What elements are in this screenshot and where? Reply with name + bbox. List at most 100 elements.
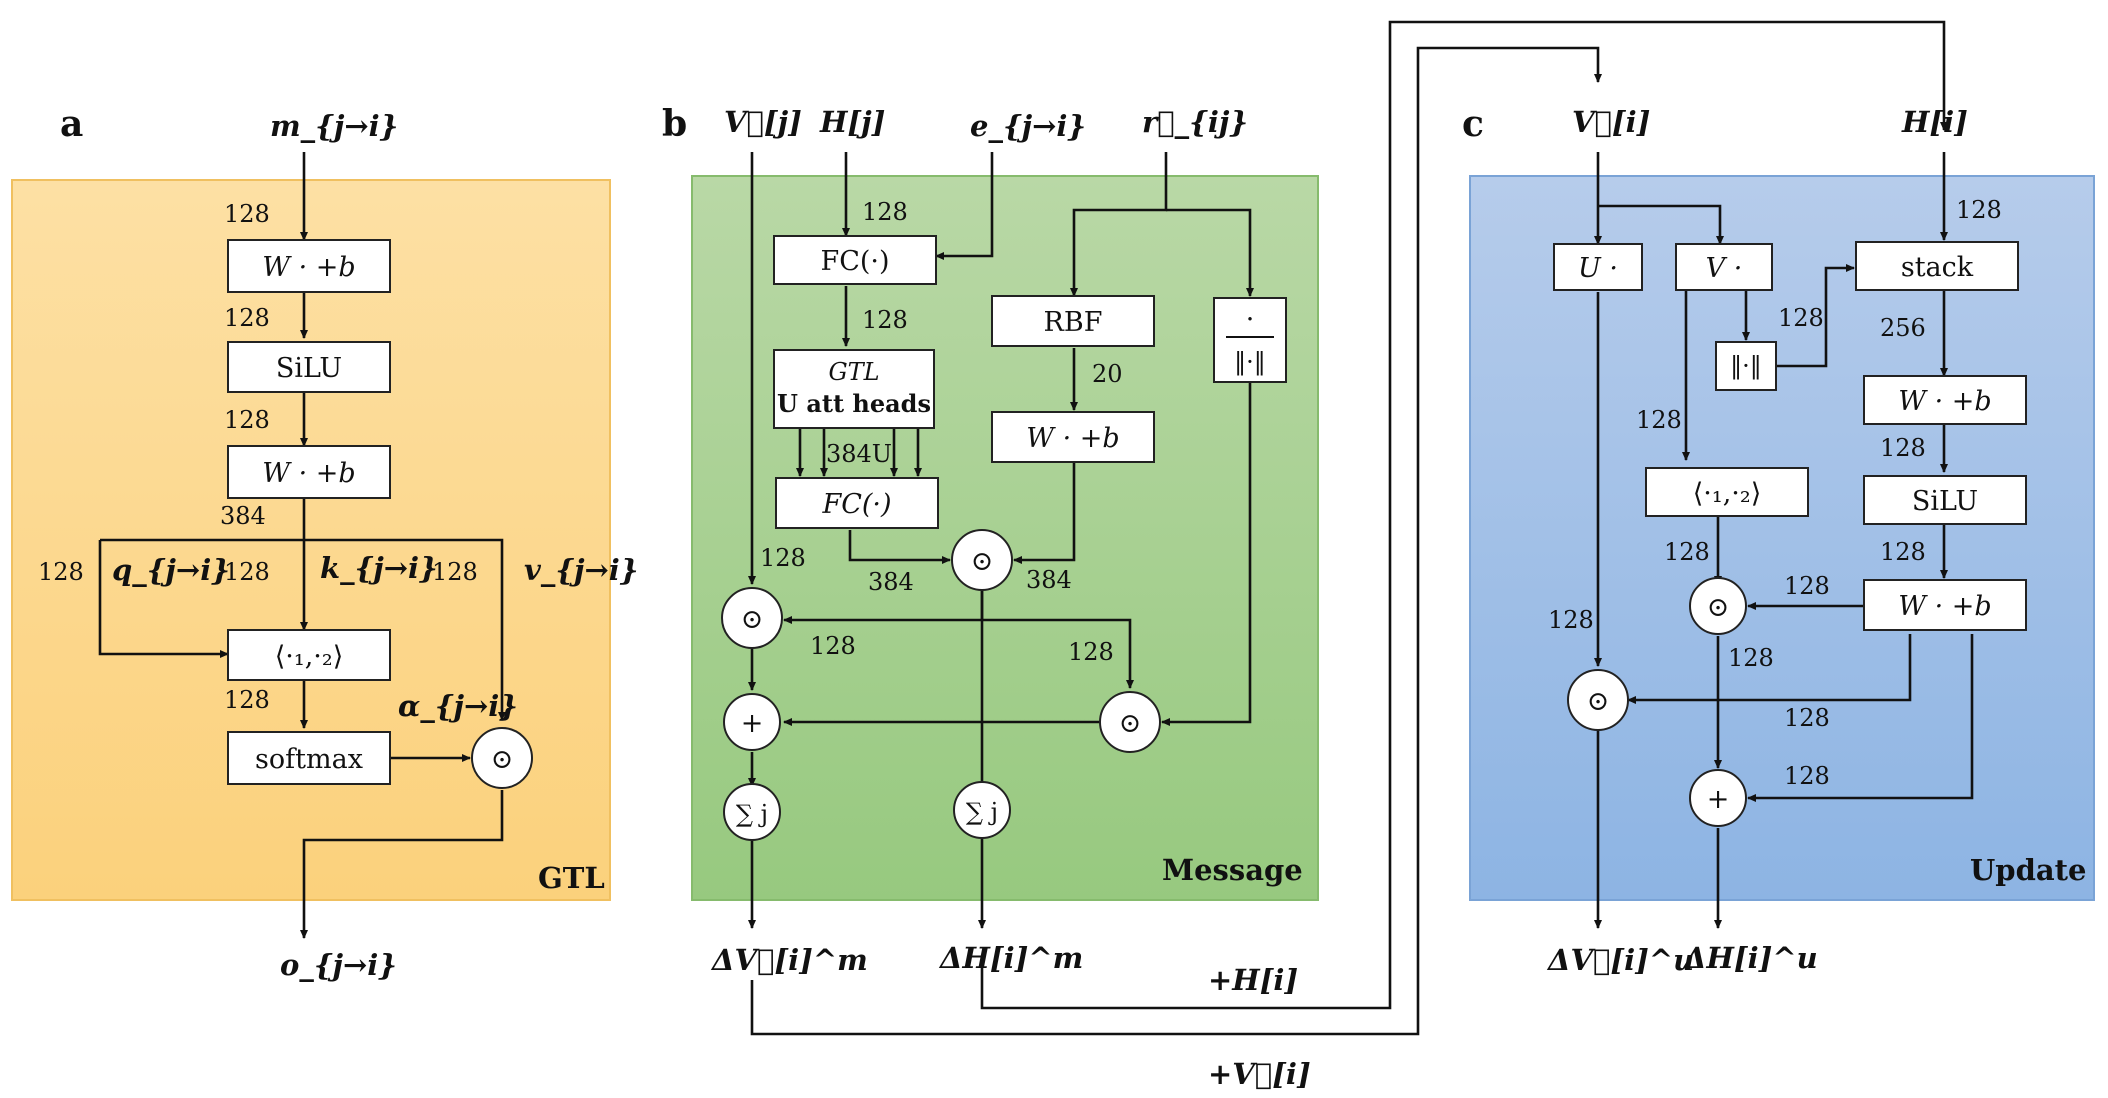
msg-sum-left — [723, 783, 781, 841]
gtl-linear1-box — [227, 239, 391, 293]
upd-dim-silu-out: 128 — [1880, 538, 1926, 566]
upd-linear1-box — [1863, 375, 2027, 425]
upd-dim-had2: 128 — [1728, 644, 1774, 672]
upd-plus-op — [1689, 769, 1747, 827]
upd-dim-lin2-c: 128 — [1784, 762, 1830, 790]
upd-norm-box — [1715, 341, 1777, 391]
msg-dim-fc-in: 128 — [862, 198, 908, 226]
upd-output-dh: ΔH[i]^u — [1682, 941, 1818, 975]
message-panel: V⃗[j] H[j] e_{j→i} r⃗_{ij} FC(·) GTL U a… — [710, 105, 1287, 977]
upd-plus-symbol: + — [1707, 784, 1730, 815]
msg-sum-right-symbol: ∑ j — [966, 798, 998, 826]
skip-v-label: +V⃗[i] — [1208, 1057, 1311, 1091]
upd-dim-inner-out: 128 — [1664, 538, 1710, 566]
gtl-dim-q: 128 — [38, 558, 84, 586]
msg-rbf-label: RBF — [1044, 307, 1103, 338]
msg-dim-mid2: 128 — [1068, 638, 1114, 666]
upd-dim-lin1-out: 128 — [1880, 434, 1926, 462]
msg-hadamard-left-symbol: ⊙ — [741, 604, 764, 635]
msg-dim-fc2-out: 384 — [868, 568, 914, 596]
msg-output-dh: ΔH[i]^m — [938, 941, 1083, 975]
msg-sum-right — [953, 781, 1011, 839]
upd-stack-label: stack — [1901, 252, 1974, 283]
gtl-silu-label: SiLU — [276, 353, 342, 384]
upd-hadamard-inner-symbol: ⊙ — [1707, 592, 1730, 623]
msg-dim-rbf: 20 — [1092, 360, 1123, 388]
panel-update-name: Update — [1970, 853, 2086, 887]
panel-b-letter: b — [662, 103, 687, 145]
gtl-softmax-box — [227, 731, 391, 785]
msg-fc-box — [773, 235, 937, 285]
skip-connections: +H[i] +V⃗[i] — [750, 20, 1948, 1091]
msg-fc2-box — [775, 477, 939, 529]
upd-dim-lin2-a: 128 — [1784, 572, 1830, 600]
gtl-dim-linear1: 128 — [224, 304, 270, 332]
gtl-dim-k: 128 — [224, 558, 270, 586]
upd-input-v-label: V⃗[i] — [1572, 105, 1650, 139]
msg-linear-box — [991, 411, 1155, 463]
upd-linear2-box — [1863, 579, 2027, 631]
msg-gtl-heads-label: U att heads — [777, 389, 931, 418]
upd-dim-v-branch: 128 — [1636, 406, 1682, 434]
upd-dim-stack-out: 256 — [1880, 314, 1926, 342]
msg-plus-symbol: + — [741, 708, 764, 739]
msg-dim-heads: 384U — [826, 440, 892, 468]
upd-dim-norm-out: 128 — [1778, 304, 1824, 332]
msg-dim-lin-out: 384 — [1026, 566, 1072, 594]
msg-input-e-label: e_{j→i} — [970, 109, 1086, 143]
gtl-dim-silu: 128 — [224, 406, 270, 434]
msg-hadamard-center-symbol: ⊙ — [971, 546, 994, 577]
gtl-v-label: v_{j→i} — [524, 553, 638, 587]
gtl-hadamard-symbol: ⊙ — [491, 744, 514, 775]
msg-rbf-box — [991, 295, 1155, 347]
gtl-dim-linear2: 384 — [220, 502, 266, 530]
msg-hadamard-right — [1099, 691, 1161, 753]
gtl-inner-product-box — [227, 629, 391, 681]
panel-c-letter: c — [1462, 103, 1484, 145]
msg-input-h-label: H[j] — [819, 105, 885, 139]
upd-v-label: V · — [1706, 253, 1743, 284]
msg-sum-left-symbol: ∑ j — [736, 800, 768, 828]
msg-hadamard-left — [721, 587, 783, 649]
panel-gtl-name: GTL — [538, 861, 605, 895]
upd-hadamard-inner — [1689, 577, 1747, 635]
upd-inner-product-box — [1645, 467, 1809, 517]
msg-normalize-denominator: ‖·‖ — [1234, 348, 1266, 377]
gtl-hadamard-op — [471, 727, 533, 789]
panel-a-letter: a — [60, 103, 83, 145]
upd-v-box — [1675, 243, 1773, 291]
gtl-inner-product-label: ⟨·₁,·₂⟩ — [275, 641, 343, 672]
msg-plus-op — [723, 693, 781, 751]
msg-dim-mid1: 128 — [810, 632, 856, 660]
panel-message-name: Message — [1162, 853, 1303, 887]
update-panel: V⃗[i] H[i] U · V · stack ‖·‖ W · +b SiLU — [1546, 105, 2027, 977]
upd-dim-u-branch: 128 — [1548, 606, 1594, 634]
upd-hadamard-u — [1567, 669, 1629, 731]
gtl-input-label: m_{j→i} — [270, 109, 398, 143]
gtl-dim-inner: 128 — [224, 686, 270, 714]
upd-silu-box — [1863, 475, 2027, 525]
upd-u-label: U · — [1578, 253, 1618, 284]
upd-input-h-label: H[i] — [1901, 105, 1968, 139]
msg-hadamard-center — [951, 529, 1013, 591]
gtl-q-label: q_{j→i} — [112, 553, 230, 587]
gtl-linear2-box — [227, 445, 391, 499]
upd-norm-label: ‖·‖ — [1730, 352, 1762, 381]
msg-fc2-label: FC(·) — [821, 489, 891, 520]
msg-linear-label: W · +b — [1026, 423, 1119, 454]
msg-input-r-label: r⃗_{ij} — [1142, 105, 1248, 139]
msg-output-dv: ΔV⃗[i]^m — [710, 943, 868, 977]
msg-gtl-box — [773, 349, 935, 429]
msg-input-v-label: V⃗[j] — [724, 105, 802, 139]
upd-stack-box — [1855, 241, 2019, 291]
gtl-dim-in: 128 — [224, 200, 270, 228]
gtl-softmax-label: softmax — [255, 744, 363, 775]
panel-update-background — [1469, 175, 2095, 901]
gtl-dim-v: 128 — [432, 558, 478, 586]
msg-normalize-numerator: · — [1246, 304, 1255, 335]
msg-normalize-box — [1213, 297, 1287, 383]
upd-linear2-label: W · +b — [1898, 591, 1991, 622]
gtl-alpha-label: α_{j→i} — [398, 689, 518, 723]
msg-fc-label: FC(·) — [820, 246, 889, 277]
